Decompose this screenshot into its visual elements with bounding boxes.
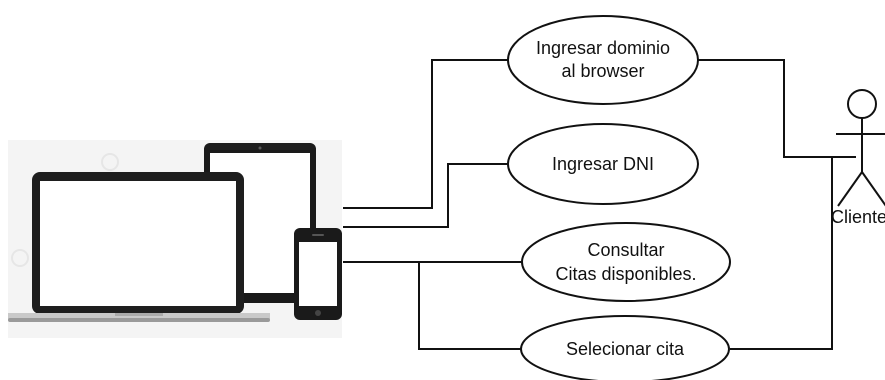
connector-ingresar-dni [343,163,509,228]
use-case-ellipse [507,123,699,205]
connectors [343,59,523,350]
use-case-ellipse [521,222,731,302]
actor-link-selecionar-cita [730,157,833,350]
laptop-icon [8,172,270,322]
use-case-label-line: Ingresar dominio [536,38,670,58]
phone-icon [294,228,342,320]
use-case-consultar-citas: Consultar Citas disponibles. [521,222,731,302]
use-case-selecionar-cita: Selecionar cita [520,315,730,380]
stick-figure-icon [836,89,885,207]
use-case-label-line: Consultar [587,240,664,260]
use-case-label-line: Citas disponibles. [555,264,696,284]
use-case-ingresar-dominio: Ingresar dominio al browser [507,15,699,105]
use-case-ellipse [520,315,730,380]
use-case-label-line: Selecionar cita [566,339,685,359]
connector-ingresar-dominio [343,59,509,209]
actor-label: Cliente [831,207,885,227]
use-case-label-line: Ingresar DNI [552,154,654,174]
connector-selecionar-cita [418,262,521,350]
devices-image [8,140,342,338]
use-case-ellipse [507,15,699,105]
use-case-ingresar-dni: Ingresar DNI [507,123,699,205]
actor-connectors [697,59,856,350]
use-case-label-line: al browser [561,61,644,81]
actor-cliente: Cliente [831,89,885,227]
actor-link-ingresar-dominio [697,59,856,158]
